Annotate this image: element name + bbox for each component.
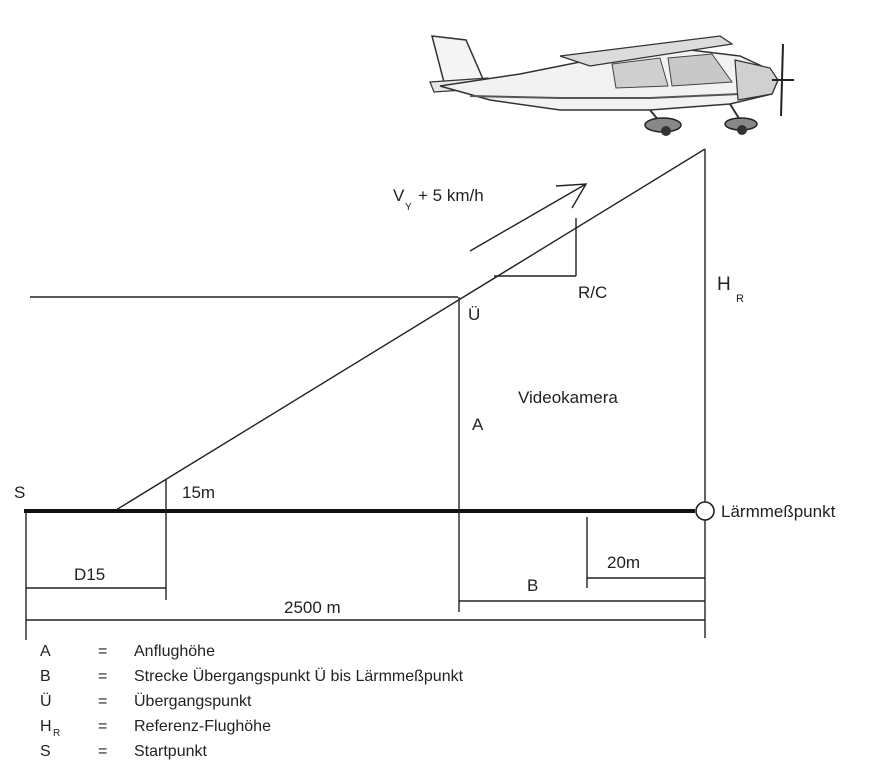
velocity-arrow-line [469, 183, 587, 252]
legend-separator: = [98, 693, 107, 710]
legend-key: H [40, 718, 52, 735]
transition-label: Ü [468, 305, 480, 324]
legend-text: Übergangspunkt [134, 692, 252, 710]
legend-key: A [40, 643, 51, 660]
ref-height-sub-label: R [736, 293, 744, 305]
ref-height-label: H [717, 274, 731, 295]
height-15-label: 15m [182, 483, 215, 502]
camera-label: Videokamera [518, 388, 618, 407]
legend-key-sub: R [53, 728, 60, 739]
legend-separator: = [98, 668, 107, 685]
legend-text: Referenz-Flughöhe [134, 718, 271, 735]
legend-key: B [40, 668, 51, 685]
total-distance-label: 2500 m [284, 598, 341, 617]
legend-separator: = [98, 643, 107, 660]
d15-label: D15 [74, 565, 105, 584]
legend-key: Ü [40, 692, 52, 710]
approach-label: A [472, 415, 484, 434]
rc-label: R/C [578, 283, 607, 302]
legend-text: Startpunkt [134, 743, 207, 760]
legend-text: Anflughöhe [134, 643, 215, 660]
d20-label: 20m [607, 553, 640, 572]
start-label: S [14, 483, 25, 502]
legend-separator: = [98, 743, 107, 760]
legend-key: S [40, 743, 51, 760]
airplane-icon [429, 35, 794, 136]
legend: A = Anflughöhe B = Strecke Übergangspunk… [40, 643, 464, 760]
noise-point-icon [695, 501, 715, 521]
speed-rest-label: + 5 km/h [418, 186, 484, 205]
speed-sub-label: Y [405, 202, 412, 213]
legend-separator: = [98, 718, 107, 735]
velocity-arrowhead-icon [555, 183, 588, 209]
noise-point-label: Lärmmeßpunkt [721, 502, 836, 521]
legend-text: Strecke Übergangspunkt Ü bis Lärmmeßpunk… [134, 667, 464, 685]
speed-v-label: V [393, 186, 405, 205]
climb-path-line [115, 148, 706, 511]
b-label: B [527, 576, 538, 595]
